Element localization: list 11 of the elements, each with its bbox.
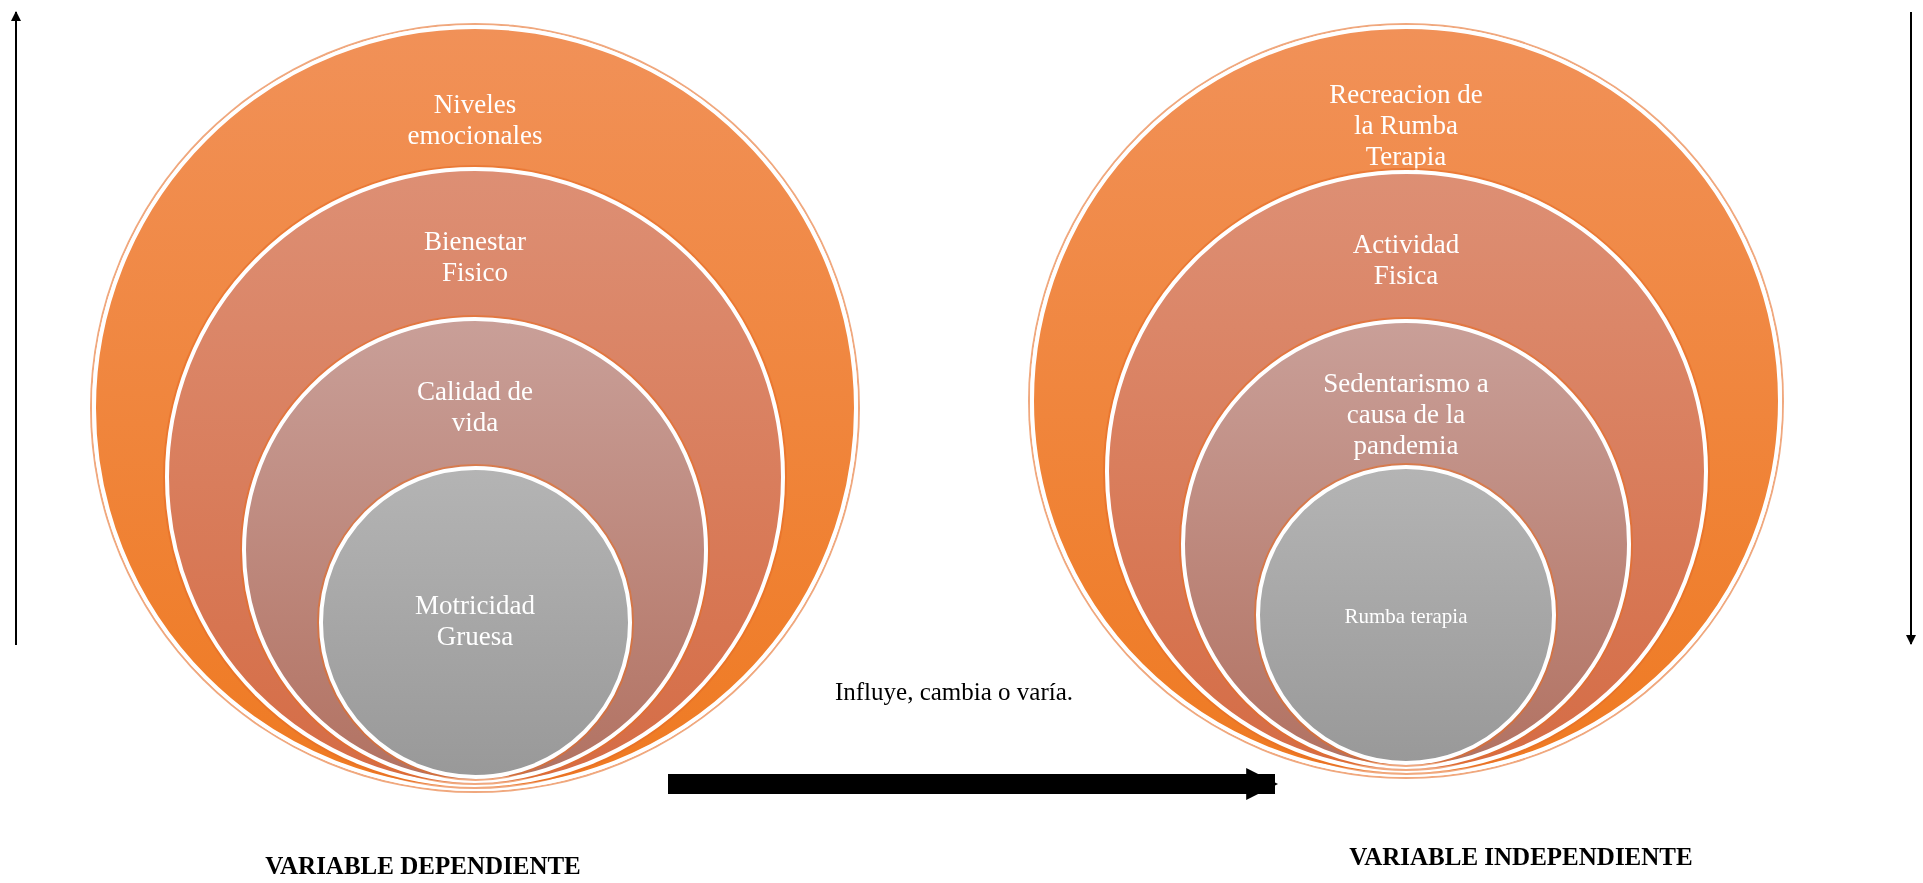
circle-label: Calidad de vida bbox=[415, 376, 535, 439]
variable-label: VARIABLE INDEPENDIENTE bbox=[1349, 843, 1693, 871]
circle-label: Rumba terapia bbox=[1343, 604, 1469, 629]
circle-label: Recreacion de la Rumba Terapia bbox=[1328, 79, 1484, 173]
circle-label: Motricidad Gruesa bbox=[414, 590, 536, 653]
variable-label: VARIABLE DEPENDIENTE bbox=[265, 852, 581, 880]
circle-label: Niveles emocionales bbox=[406, 89, 544, 152]
circle-label: Actividad Fisica bbox=[1351, 229, 1461, 292]
circle-label: Bienestar Fisico bbox=[423, 226, 527, 289]
circle-label: Sedentarismo a causa de la pandemia bbox=[1322, 368, 1490, 462]
arrow bbox=[668, 768, 1279, 800]
